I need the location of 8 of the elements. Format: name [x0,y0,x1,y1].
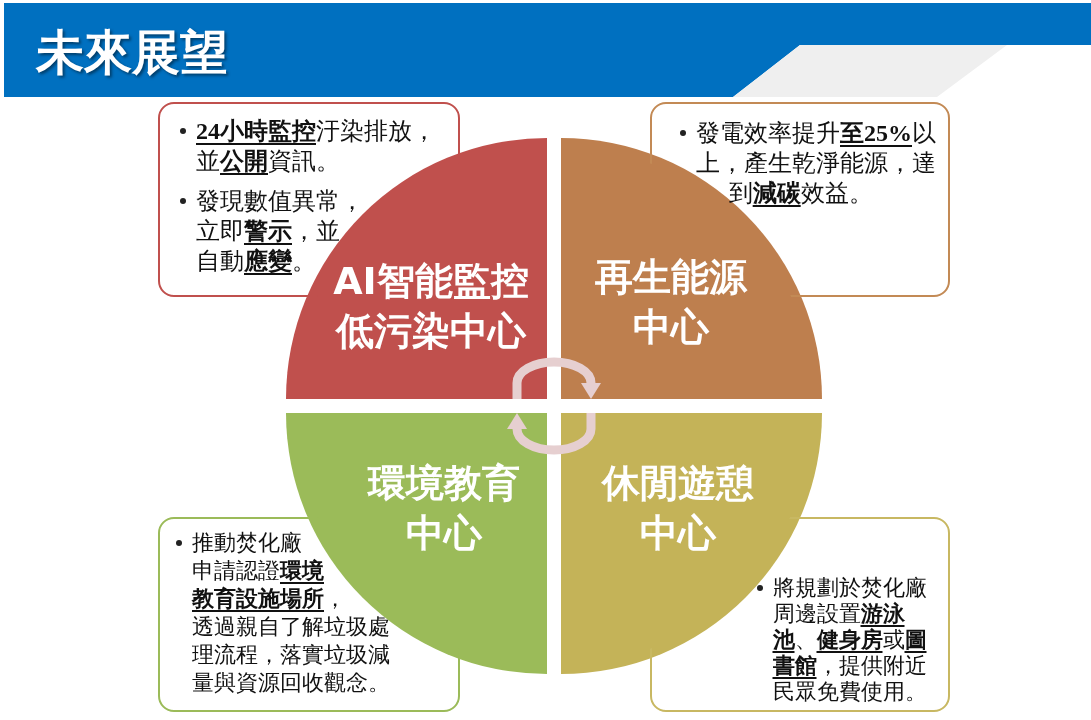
cycle-arrow [507,413,596,455]
bullet-text: 發電效率提升至25%以上，產生乾淨能源，達到減碳效益。 [696,120,936,206]
cycle-arrow [512,357,601,399]
segment-label: 休閒遊憩中心 [600,460,755,557]
segment-label: 再生能源中心 [594,254,749,351]
bullet-text: 將規劃於焚化廠周邊設置游泳池、健身房或圖書館，提供附近民眾免費使用。 [772,575,927,704]
bullet-text: 24小時監控汙染排放，並公開資訊。 [196,118,436,174]
slide-title: 未來展望 [36,23,228,82]
